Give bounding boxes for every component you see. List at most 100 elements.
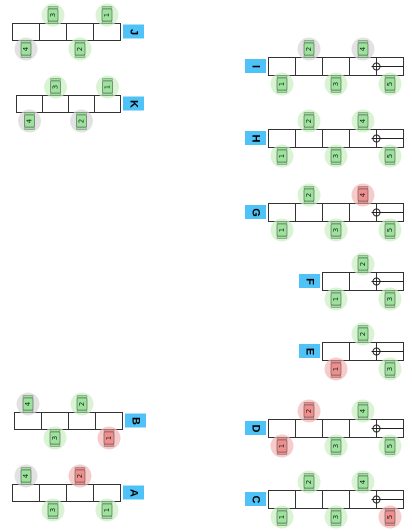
chair-icon bbox=[330, 439, 342, 453]
seat-number: 5 bbox=[386, 228, 394, 232]
seat-g-3[interactable]: 3 bbox=[324, 218, 348, 242]
seat-number: 3 bbox=[332, 228, 340, 232]
chair-back-icon bbox=[357, 40, 369, 43]
chair-icon bbox=[276, 510, 288, 524]
table-label-j[interactable]: J bbox=[123, 24, 144, 39]
chair-leg-icon bbox=[330, 523, 342, 526]
seat-a-4[interactable]: 4 bbox=[14, 464, 38, 488]
table-letter: D bbox=[250, 425, 262, 433]
table-label-d[interactable]: D bbox=[245, 421, 266, 435]
chair-leg-icon bbox=[49, 444, 61, 447]
door-icon bbox=[371, 424, 404, 433]
table-g: G 2 4 1 3 5 bbox=[245, 183, 404, 242]
seat-f-2[interactable]: 2 bbox=[351, 252, 375, 276]
table-label-h[interactable]: H bbox=[245, 131, 266, 145]
chair-back-icon bbox=[276, 221, 288, 224]
table-label-c[interactable]: C bbox=[245, 492, 266, 506]
table-label-b[interactable]: B bbox=[125, 413, 146, 428]
seat-c-1[interactable]: 1 bbox=[270, 505, 294, 529]
seat-c-5[interactable]: 5 bbox=[378, 505, 402, 529]
table-label-g[interactable]: G bbox=[245, 205, 266, 219]
seat-d-5[interactable]: 5 bbox=[378, 434, 402, 458]
table-label-i[interactable]: I bbox=[245, 59, 266, 73]
seat-g-2[interactable]: 2 bbox=[297, 183, 321, 207]
seat-i-2[interactable]: 2 bbox=[297, 37, 321, 61]
seat-j-4[interactable]: 4 bbox=[14, 37, 38, 61]
table-label-k[interactable]: K bbox=[123, 96, 144, 111]
chair-back-icon bbox=[384, 508, 396, 511]
table-letter: K bbox=[128, 100, 140, 108]
seat-f-3[interactable]: 3 bbox=[378, 287, 402, 311]
chair-leg-icon bbox=[303, 488, 315, 491]
door-icon bbox=[371, 277, 404, 286]
chair-leg-icon bbox=[357, 340, 369, 343]
seat-number: 2 bbox=[78, 119, 86, 123]
chair-leg-icon bbox=[357, 417, 369, 420]
seat-i-1[interactable]: 1 bbox=[270, 72, 294, 96]
seat-g-4[interactable]: 4 bbox=[351, 183, 375, 207]
seat-h-3[interactable]: 3 bbox=[324, 144, 348, 168]
seat-d-3[interactable]: 3 bbox=[324, 434, 348, 458]
door-icon bbox=[371, 62, 404, 71]
chair-back-icon bbox=[20, 467, 32, 470]
seat-b-1[interactable]: 1 bbox=[97, 426, 121, 450]
seat-i-5[interactable]: 5 bbox=[378, 72, 402, 96]
seat-j-2[interactable]: 2 bbox=[68, 37, 92, 61]
seat-a-3[interactable]: 3 bbox=[41, 498, 65, 522]
seat-i-4[interactable]: 4 bbox=[351, 37, 375, 61]
seat-a-1[interactable]: 1 bbox=[95, 498, 119, 522]
seat-j-3[interactable]: 3 bbox=[41, 3, 65, 27]
chair-leg-icon bbox=[357, 127, 369, 130]
chair-icon bbox=[303, 475, 315, 489]
seat-b-3[interactable]: 3 bbox=[43, 426, 67, 450]
seat-h-5[interactable]: 5 bbox=[378, 144, 402, 168]
chair-leg-icon bbox=[357, 201, 369, 204]
seat-f-1[interactable]: 1 bbox=[324, 287, 348, 311]
seat-b-4[interactable]: 4 bbox=[16, 392, 40, 416]
seat-g-1[interactable]: 1 bbox=[270, 218, 294, 242]
seat-c-3[interactable]: 3 bbox=[324, 505, 348, 529]
seat-k-2[interactable]: 2 bbox=[70, 109, 93, 133]
chair-back-icon bbox=[303, 40, 315, 43]
table-f: F 2 1 3 bbox=[299, 252, 404, 311]
seat-h-4[interactable]: 4 bbox=[351, 109, 375, 133]
seat-b-2[interactable]: 2 bbox=[70, 392, 94, 416]
seat-d-2[interactable]: 2 bbox=[297, 399, 321, 423]
chair-leg-icon bbox=[47, 516, 59, 519]
seat-g-5[interactable]: 5 bbox=[378, 218, 402, 242]
seat-number: 2 bbox=[76, 47, 84, 51]
seat-h-2[interactable]: 2 bbox=[297, 109, 321, 133]
seat-number: 1 bbox=[332, 297, 340, 301]
chair-icon bbox=[330, 292, 342, 306]
table-j: J 3 1 4 2 bbox=[12, 3, 144, 61]
seat-c-2[interactable]: 2 bbox=[297, 470, 321, 494]
seat-k-1[interactable]: 1 bbox=[96, 75, 119, 99]
seat-c-4[interactable]: 4 bbox=[351, 470, 375, 494]
seat-e-2[interactable]: 2 bbox=[351, 322, 375, 346]
seat-d-4[interactable]: 4 bbox=[351, 399, 375, 423]
chair-leg-icon bbox=[330, 305, 342, 308]
chair-back-icon bbox=[76, 395, 88, 398]
seat-i-3[interactable]: 3 bbox=[324, 72, 348, 96]
seat-d-1[interactable]: 1 bbox=[270, 434, 294, 458]
chair-back-icon bbox=[303, 186, 315, 189]
seat-k-3[interactable]: 3 bbox=[44, 75, 67, 99]
seat-h-1[interactable]: 1 bbox=[270, 144, 294, 168]
seat-a-2[interactable]: 2 bbox=[68, 464, 92, 488]
chair-leg-icon bbox=[384, 375, 396, 378]
seat-number: 3 bbox=[332, 82, 340, 86]
seat-e-1[interactable]: 1 bbox=[324, 357, 348, 381]
chair-back-icon bbox=[47, 6, 59, 9]
chair-back-icon bbox=[384, 75, 396, 78]
table-label-f[interactable]: F bbox=[299, 274, 320, 288]
table-label-a[interactable]: A bbox=[123, 485, 144, 500]
seat-e-3[interactable]: 3 bbox=[378, 357, 402, 381]
chair-icon bbox=[101, 8, 113, 22]
table-label-e[interactable]: E bbox=[299, 344, 320, 358]
seat-j-1[interactable]: 1 bbox=[95, 3, 119, 27]
seat-k-4[interactable]: 4 bbox=[18, 109, 41, 133]
door-icon bbox=[371, 134, 404, 143]
chair-icon bbox=[384, 77, 396, 91]
chair-icon bbox=[76, 397, 88, 411]
chair-back-icon bbox=[103, 429, 115, 432]
